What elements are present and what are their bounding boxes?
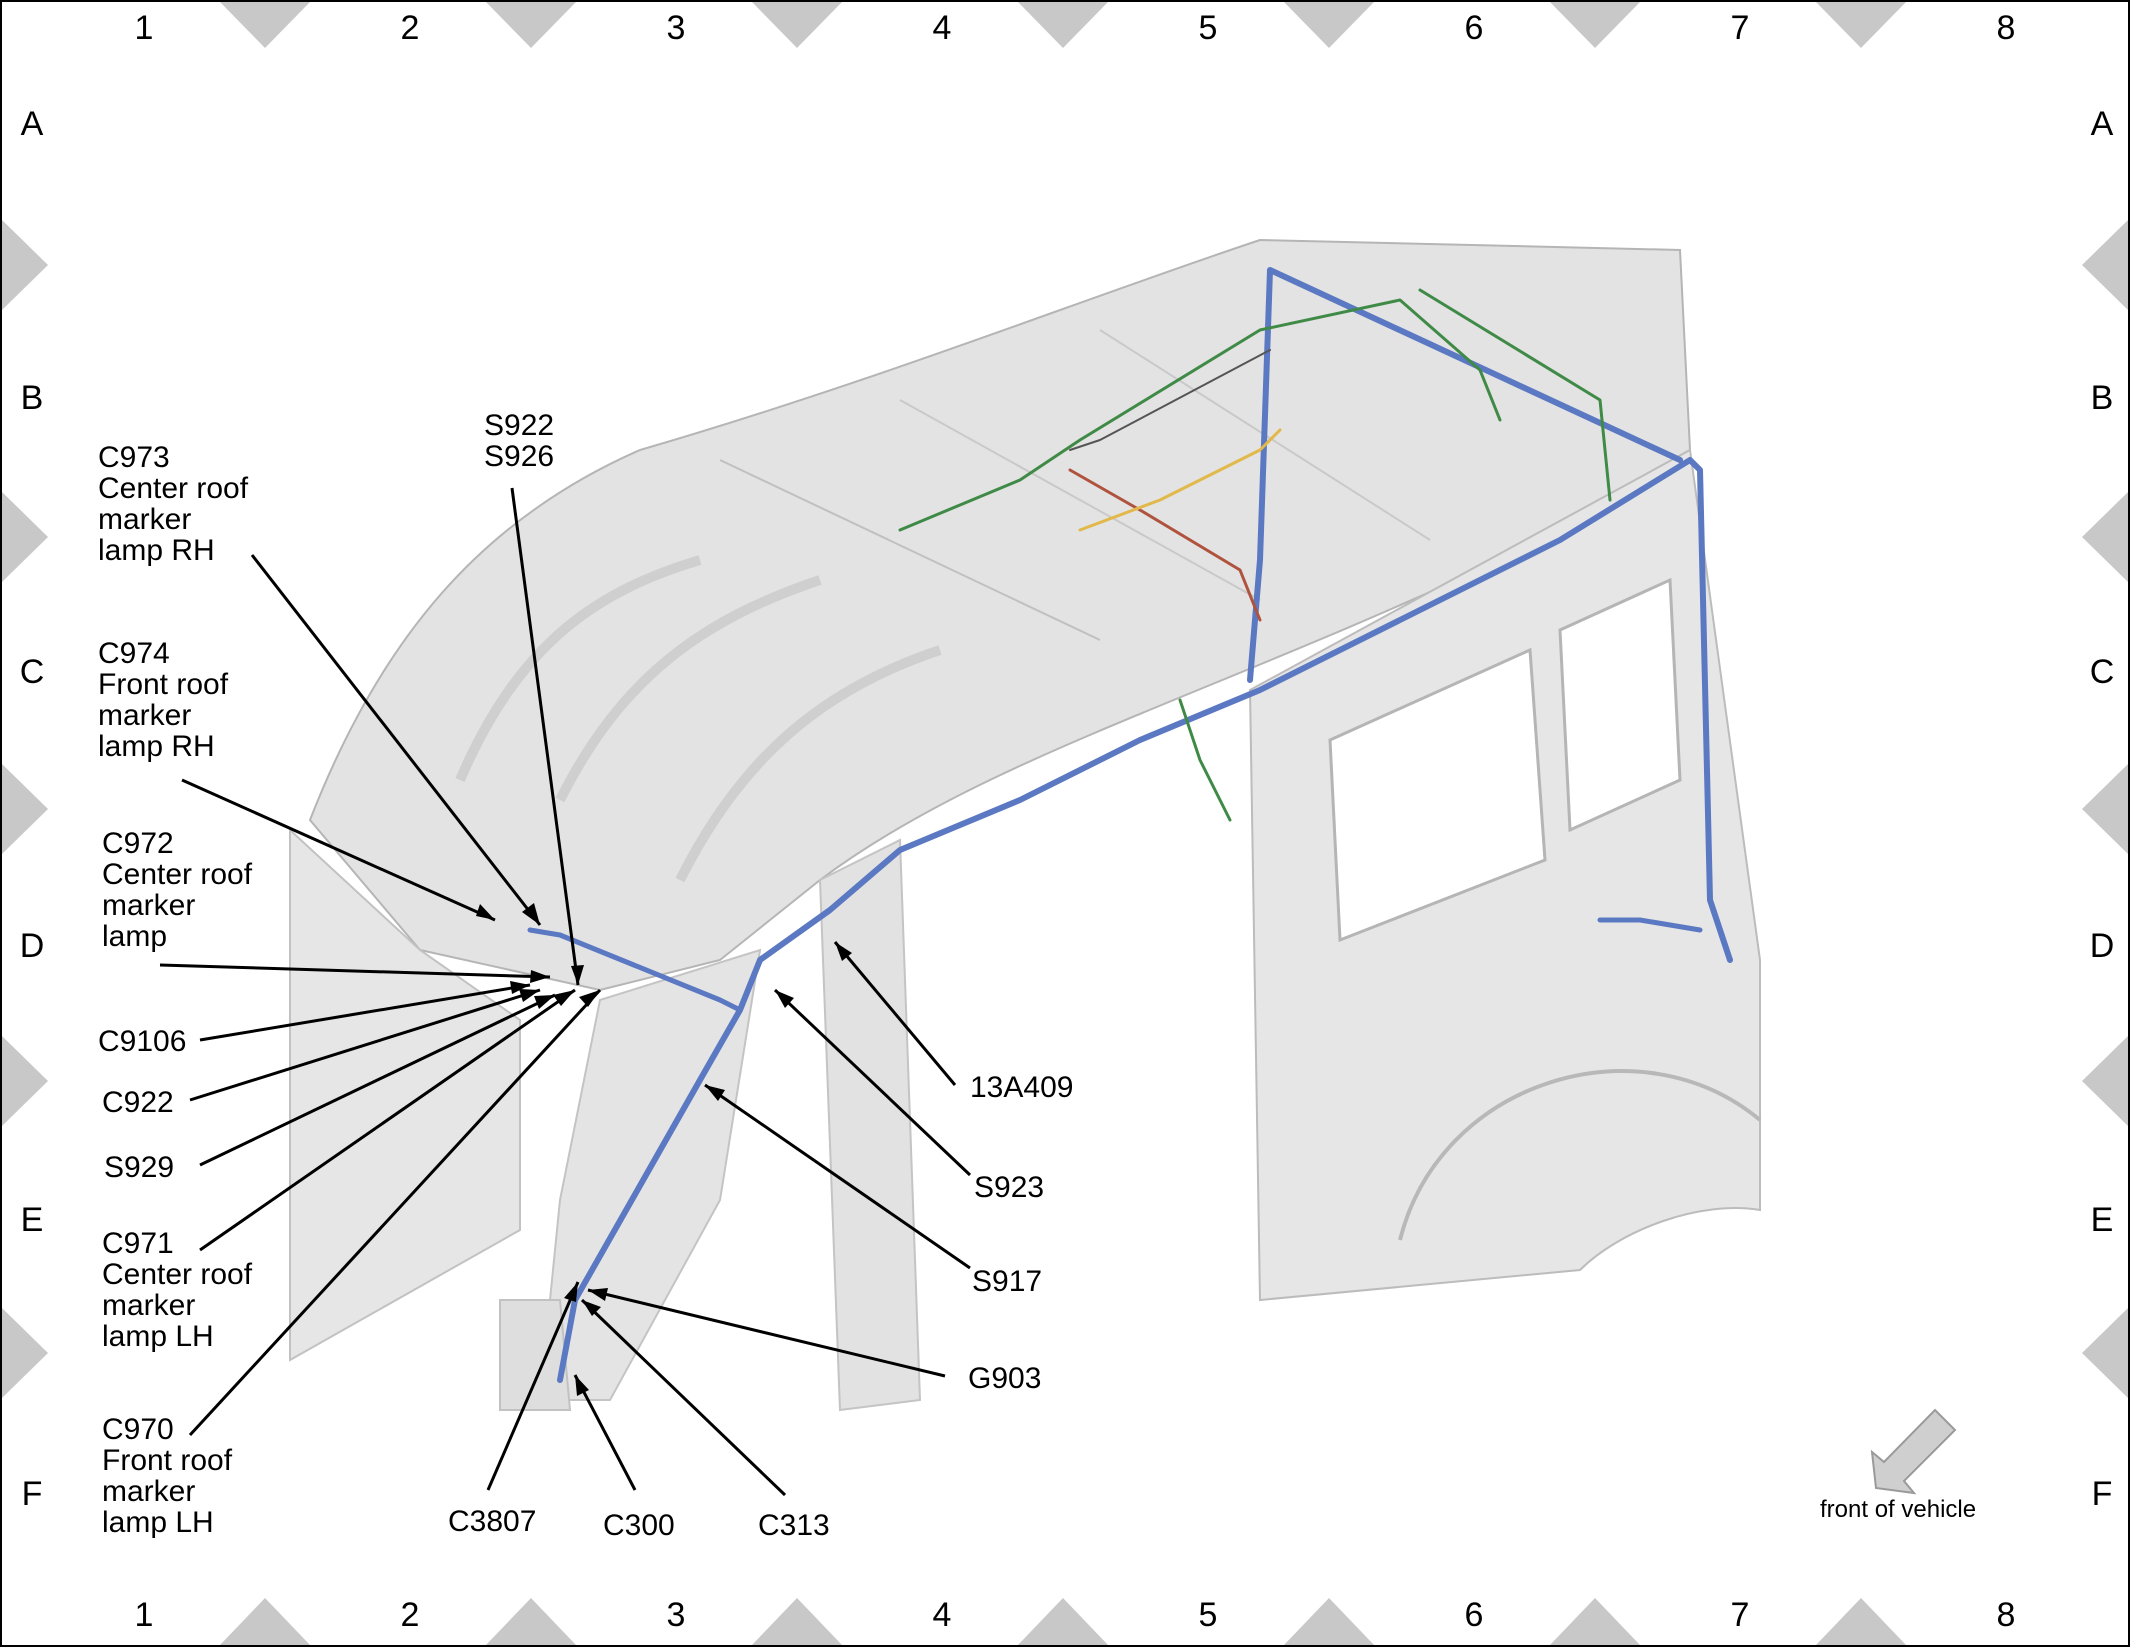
grid-row-label: A — [2090, 105, 2114, 143]
yellow-branch — [1078, 428, 1282, 532]
roof-seam — [719, 459, 1101, 641]
callout-c974: C974 Front roof marker lamp RH — [98, 637, 229, 763]
grid-column-label: 1 — [134, 1596, 154, 1634]
callout-c973: C973 Center roof marker lamp RH — [98, 441, 249, 567]
grid-column-label: 2 — [400, 1596, 420, 1634]
grid-row-label: F — [21, 1475, 43, 1513]
dark-branch — [1069, 349, 1271, 451]
callout-c3807: C3807 — [448, 1505, 537, 1538]
roof-rib — [675, 645, 942, 883]
callout-s929: S929 — [104, 1151, 175, 1184]
grid-row-label: C — [2089, 653, 2115, 691]
grid-column-label: 1 — [134, 9, 154, 47]
grid-markers-right — [2082, 220, 2128, 1398]
grid-column-label: 6 — [1464, 1596, 1484, 1634]
b-pillar — [818, 838, 922, 1412]
grid-column-label: 7 — [1730, 1596, 1750, 1634]
vehicle-body — [289, 238, 1762, 1412]
front-of-vehicle-label: front of vehicle — [1820, 1496, 1977, 1523]
side-window-front — [1328, 647, 1547, 943]
grid-column-label: 3 — [666, 1596, 686, 1634]
roof-panel — [308, 238, 1692, 992]
callout-c9106: C9106 — [98, 1025, 187, 1058]
roof-rib — [455, 555, 702, 782]
callout-c922: C922 — [102, 1086, 174, 1119]
grid-column-label: 8 — [1996, 1596, 2016, 1634]
grid-row-label: C — [19, 653, 45, 691]
grid-row-label: B — [20, 379, 44, 417]
grid-column-label: 5 — [1198, 1596, 1218, 1634]
side-window-rear — [1558, 577, 1682, 833]
grid-column-label: 4 — [932, 1596, 952, 1634]
callout-c970: C970 Front roof marker lamp LH — [102, 1413, 233, 1539]
wheel-arch — [1398, 1069, 1762, 1241]
grid-markers-top — [220, 2, 1906, 48]
grid-column-label: 6 — [1464, 9, 1484, 47]
grid-row-label: D — [2089, 927, 2115, 965]
harness-rear-drop — [1597, 917, 1703, 933]
callout-s922-s926: S922 S926 — [484, 409, 555, 473]
front-pillar — [538, 948, 762, 1401]
wiring-harness — [527, 267, 1733, 1383]
grid-column-label: 3 — [666, 9, 686, 47]
red-branch — [1068, 468, 1262, 622]
grid-row-label: F — [2091, 1475, 2113, 1513]
grid-column-label: 2 — [400, 9, 420, 47]
front-of-vehicle-arrow-icon — [1870, 1408, 1957, 1495]
callout-c971: C971 Center roof marker lamp LH — [102, 1227, 253, 1353]
grid-row-label: A — [20, 105, 44, 143]
grid-column-label: 7 — [1730, 9, 1750, 47]
callout-s917: S917 — [972, 1265, 1043, 1298]
callout-c972: C972 Center roof marker lamp — [102, 827, 253, 953]
grid-row-label: B — [2090, 379, 2114, 417]
leader-arrowheads — [476, 903, 852, 1396]
green-branch — [1178, 698, 1232, 822]
green-branch — [898, 298, 1502, 532]
grid-markers-left — [2, 220, 48, 1398]
callout-g903: G903 — [968, 1362, 1042, 1395]
lower-cowl — [499, 1299, 572, 1411]
leader-lines — [159, 487, 972, 1497]
main-harness — [557, 457, 1733, 1383]
green-branch — [1418, 288, 1612, 502]
harness-to-front — [527, 927, 743, 1013]
roof-seam — [899, 399, 1261, 601]
roof-rib — [555, 575, 822, 803]
grid-row-label: E — [20, 1201, 44, 1239]
grid-column-label: 8 — [1996, 9, 2016, 47]
callout-c300: C300 — [603, 1509, 675, 1542]
grid-row-label: E — [2090, 1201, 2114, 1239]
left-a-pillar — [289, 827, 521, 1362]
callout-s923: S923 — [974, 1171, 1045, 1204]
grid-column-label: 4 — [932, 9, 952, 47]
callout-13a409: 13A409 — [970, 1071, 1074, 1104]
grid-row-label: D — [19, 927, 45, 965]
callout-c313: C313 — [758, 1509, 830, 1542]
grid-markers-bottom — [220, 1598, 1906, 1645]
grid-column-label: 5 — [1198, 9, 1218, 47]
